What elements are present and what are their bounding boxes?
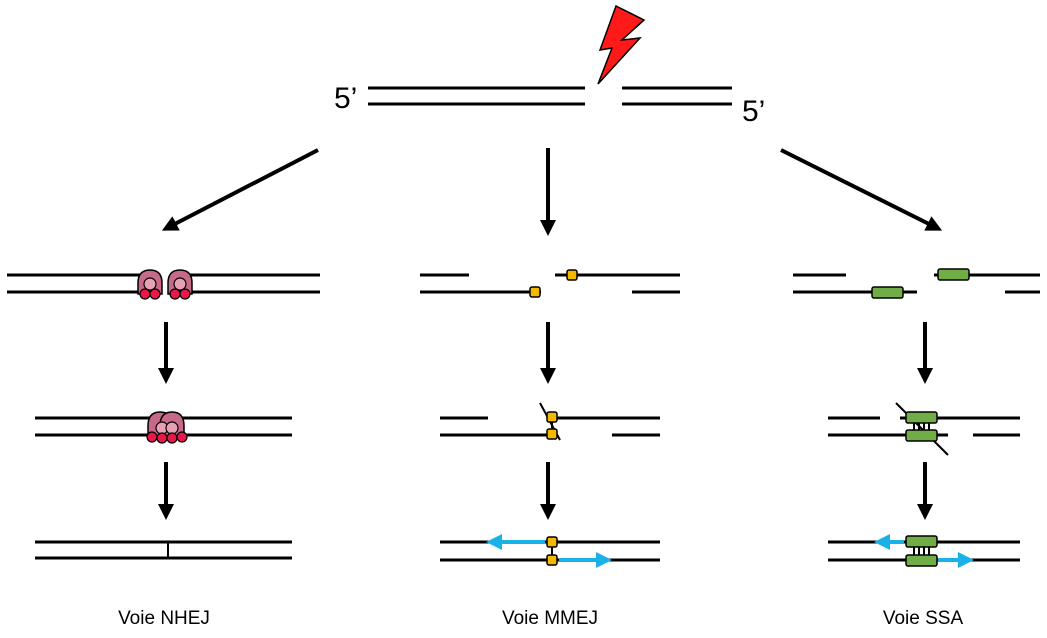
arrow-to-ssa (780, 148, 943, 231)
nhej-step2 (35, 411, 292, 444)
mmej-step3 (440, 534, 660, 568)
microhomology-icon (566, 269, 578, 281)
nhej-step3 (35, 540, 292, 560)
nhej-step1 (7, 269, 320, 300)
ku-protein-icon (137, 269, 193, 300)
ssa-step2 (828, 402, 1020, 456)
lightning-bolt-icon (597, 4, 646, 85)
microhomology-icon (546, 428, 558, 440)
ssa-step3 (828, 534, 1020, 568)
mmej-step2 (440, 402, 660, 441)
broken-dna (368, 86, 732, 106)
microhomology-icon (546, 536, 558, 548)
five-prime-right-label: 5’ (742, 95, 765, 128)
homology-region-icon (905, 535, 938, 548)
pathway-label-ssa: Voie SSA (883, 608, 964, 629)
mmej-step1 (420, 269, 680, 298)
microhomology-icon (546, 554, 558, 566)
ku-complex-icon (146, 411, 188, 444)
arrow-to-nhej (161, 148, 319, 231)
pathway-label-mmej: Voie MMEJ (502, 608, 598, 629)
microhomology-icon (529, 286, 541, 298)
homology-region-icon (937, 268, 970, 281)
homology-region-icon (905, 411, 938, 424)
homology-region-icon (905, 429, 938, 442)
ssa-step1 (793, 268, 1040, 299)
five-prime-left-label: 5’ (334, 82, 357, 115)
microhomology-icon (546, 411, 558, 423)
homology-region-icon (871, 286, 904, 299)
pathway-label-nhej: Voie NHEJ (118, 608, 210, 629)
homology-region-icon (905, 554, 938, 567)
